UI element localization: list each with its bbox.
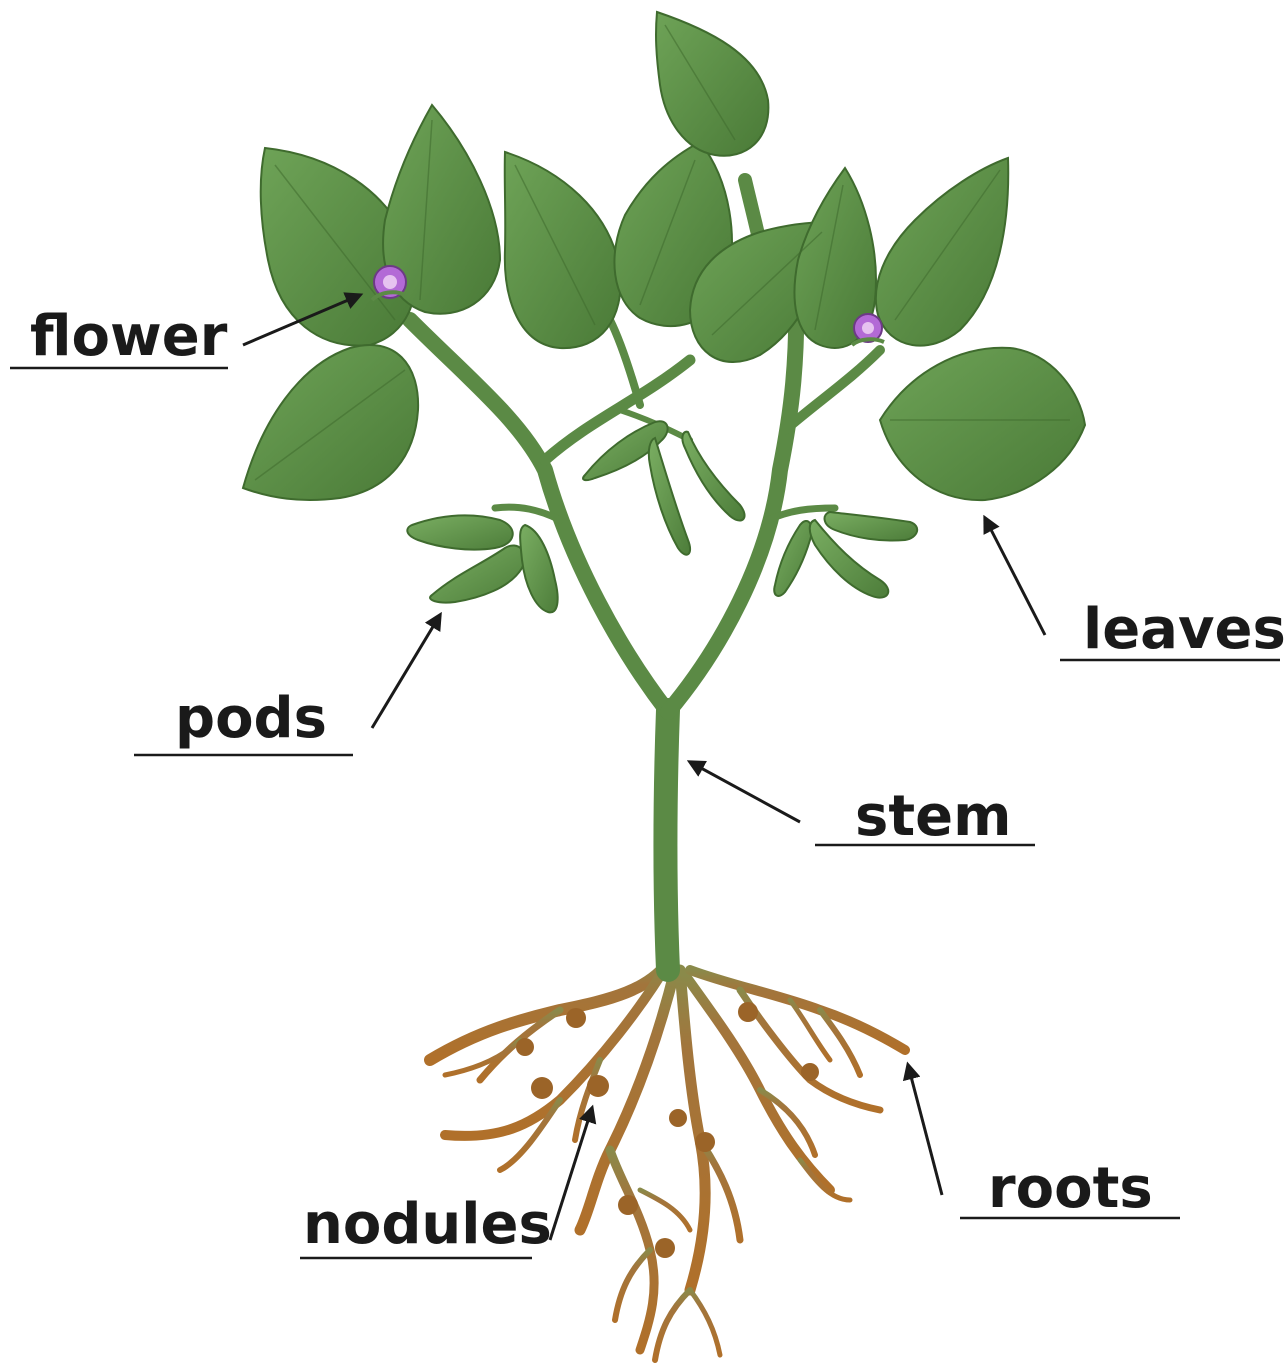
- arrow-stem: [690, 762, 800, 822]
- label-roots: roots: [988, 1156, 1153, 1221]
- label-leaves: leaves: [1083, 597, 1284, 662]
- label-nodules: nodules: [303, 1192, 552, 1257]
- label-pods: pods: [175, 686, 327, 751]
- label-flower: flower: [30, 304, 228, 369]
- label-stem: stem: [855, 784, 1011, 849]
- arrow-roots: [908, 1065, 942, 1195]
- pods-graphic: [407, 421, 917, 612]
- label-underlines: [10, 368, 1280, 1258]
- arrow-pods: [372, 615, 440, 728]
- arrow-leaves: [985, 518, 1045, 635]
- roots-graphic: [430, 960, 905, 1360]
